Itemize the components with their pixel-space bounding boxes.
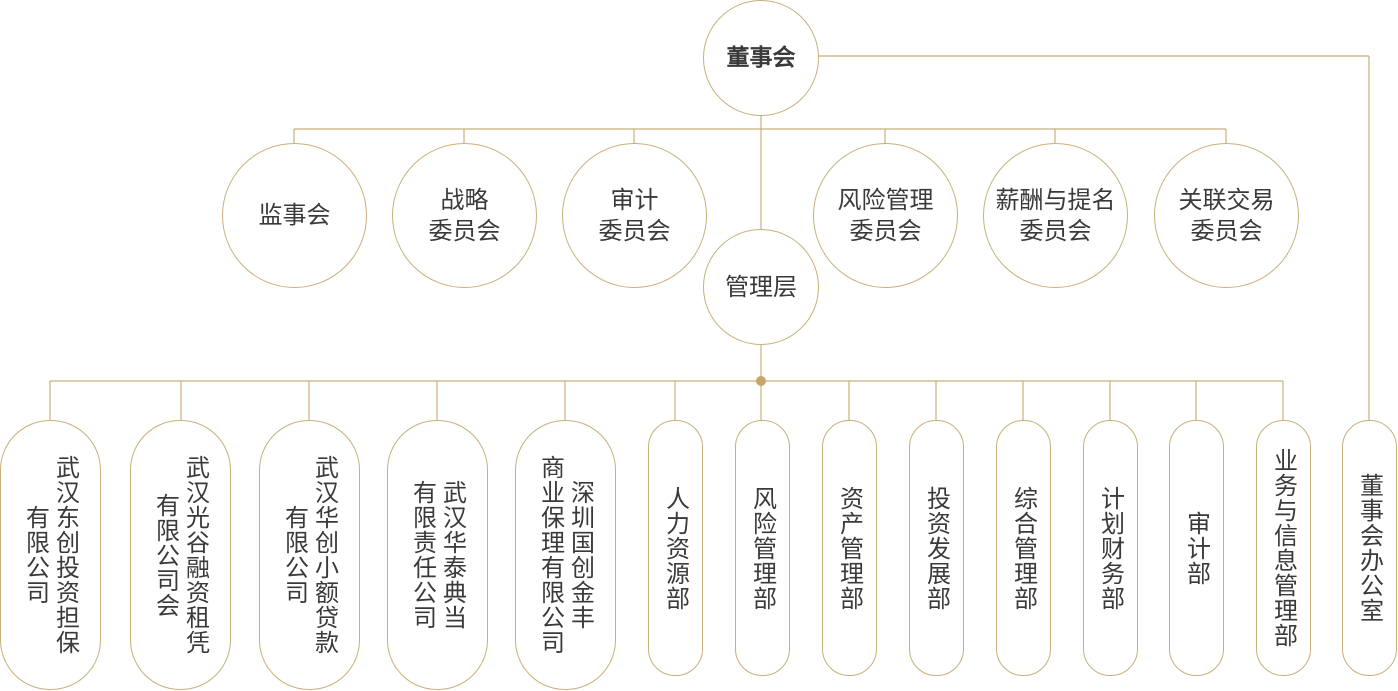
related-transactions-committee-node[interactable]: 关联交易 委员会: [1154, 143, 1299, 288]
guochuang-factoring-node[interactable]: 深圳国创金丰 商业保理有限公司: [515, 420, 616, 690]
guanggu-leasing-node[interactable]: 武汉光谷融资租凭 有限公司会: [130, 420, 231, 690]
committee-label: 风险管理 委员会: [837, 185, 934, 245]
unit-label: 武汉华泰典当 有限责任公司: [408, 480, 467, 630]
board-node[interactable]: 董事会: [703, 0, 819, 116]
investment-department-node[interactable]: 投资发展部: [909, 420, 964, 676]
finance-department-node[interactable]: 计划财务部: [1083, 420, 1138, 676]
management-node[interactable]: 管理层: [703, 229, 819, 345]
huachuang-microloan-node[interactable]: 武汉华创小额贷款 有限公司: [259, 420, 360, 690]
committee-label: 关联交易 委员会: [1178, 185, 1275, 245]
dongchuang-guarantee-node[interactable]: 武汉东创投资担保 有限公司: [0, 420, 101, 690]
committee-label: 战略 委员会: [428, 185, 501, 245]
committee-label: 监事会: [258, 201, 331, 229]
unit-label: 业务与信息管理部: [1269, 448, 1298, 648]
junction-dot: [756, 376, 766, 386]
unit-label: 综合管理部: [1009, 485, 1038, 611]
business-it-department-node[interactable]: 业务与信息管理部: [1256, 420, 1311, 676]
management-label: 管理层: [725, 272, 797, 301]
committee-label: 薪酬与提名 委员会: [995, 185, 1116, 245]
unit-label: 风险管理部: [748, 485, 777, 611]
huatai-pawn-node[interactable]: 武汉华泰典当 有限责任公司: [387, 420, 488, 690]
unit-label: 深圳国创金丰 商业保理有限公司: [536, 455, 595, 655]
board-label: 董事会: [726, 44, 796, 71]
unit-label: 投资发展部: [922, 485, 951, 611]
unit-label: 武汉光谷融资租凭 有限公司会: [151, 455, 210, 655]
risk-management-committee-node[interactable]: 风险管理 委员会: [813, 143, 958, 288]
unit-label: 武汉华创小额贷款 有限公司: [280, 455, 339, 655]
risk-department-node[interactable]: 风险管理部: [735, 420, 790, 676]
unit-label: 武汉东创投资担保 有限公司: [21, 455, 80, 655]
unit-label: 计划财务部: [1096, 485, 1125, 611]
supervisory-board-node[interactable]: 监事会: [222, 143, 367, 288]
committee-label: 审计 委员会: [598, 185, 671, 245]
strategy-committee-node[interactable]: 战略 委员会: [392, 143, 537, 288]
audit-department-node[interactable]: 审计部: [1169, 420, 1224, 676]
unit-label: 人力资源部: [661, 485, 690, 611]
board-office-label: 董事会办公室: [1355, 473, 1384, 623]
hr-department-node[interactable]: 人力资源部: [648, 420, 703, 676]
unit-label: 资产管理部: [835, 485, 864, 611]
board-office-node[interactable]: 董事会办公室: [1342, 420, 1397, 676]
unit-label: 审计部: [1182, 510, 1211, 586]
audit-committee-node[interactable]: 审计 委员会: [562, 143, 707, 288]
general-department-node[interactable]: 综合管理部: [996, 420, 1051, 676]
asset-department-node[interactable]: 资产管理部: [822, 420, 877, 676]
compensation-nomination-committee-node[interactable]: 薪酬与提名 委员会: [983, 143, 1128, 288]
